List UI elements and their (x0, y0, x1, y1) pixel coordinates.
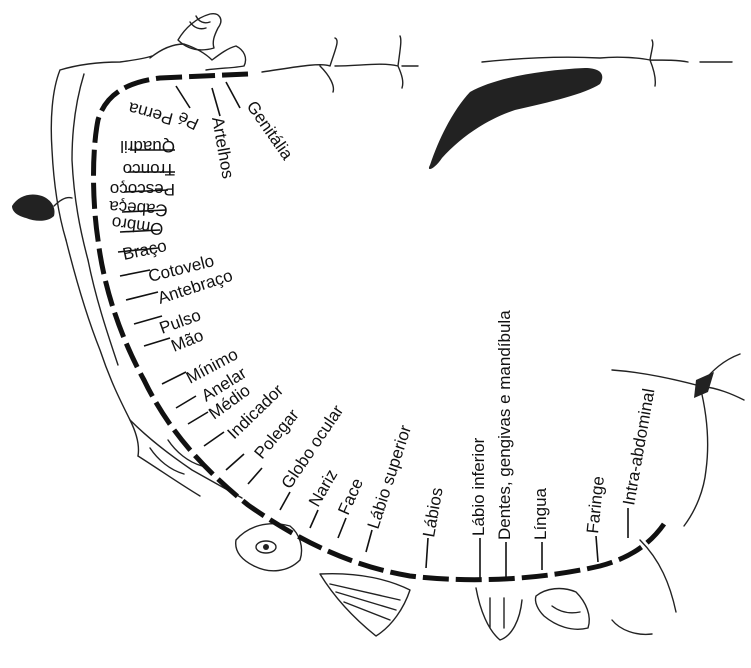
label-intra-abdominal: Intra-abdominal (619, 387, 658, 507)
label-braco: Braço (121, 236, 168, 264)
label-dentes: Dentes, gengivas e mandíbula (495, 310, 514, 540)
label-perna: Perna (126, 98, 175, 128)
label-labios: Lábios (419, 486, 446, 539)
label-tronco: Tronco (123, 160, 175, 179)
label-pescoco: Pescoço (110, 180, 175, 199)
label-face: Face (334, 475, 367, 517)
region-labels: Genitália Artelhos Perna Pé Quadril Tron… (108, 97, 658, 540)
label-labio-superior: Lábio superior (364, 423, 415, 532)
label-genitalia: Genitália (243, 97, 297, 163)
white-matter-tract (429, 68, 602, 169)
label-artelhos: Artelhos (208, 115, 238, 180)
label-lingua: Língua (531, 487, 550, 540)
label-quadril: Quadril (120, 137, 175, 156)
label-labio-inferior: Lábio inferior (469, 437, 488, 536)
label-nariz: Nariz (305, 466, 341, 510)
homunculus-head (12, 194, 55, 220)
cortex-section (262, 36, 732, 169)
label-pe: Pé (175, 108, 202, 134)
label-faringe: Faringe (583, 475, 608, 534)
